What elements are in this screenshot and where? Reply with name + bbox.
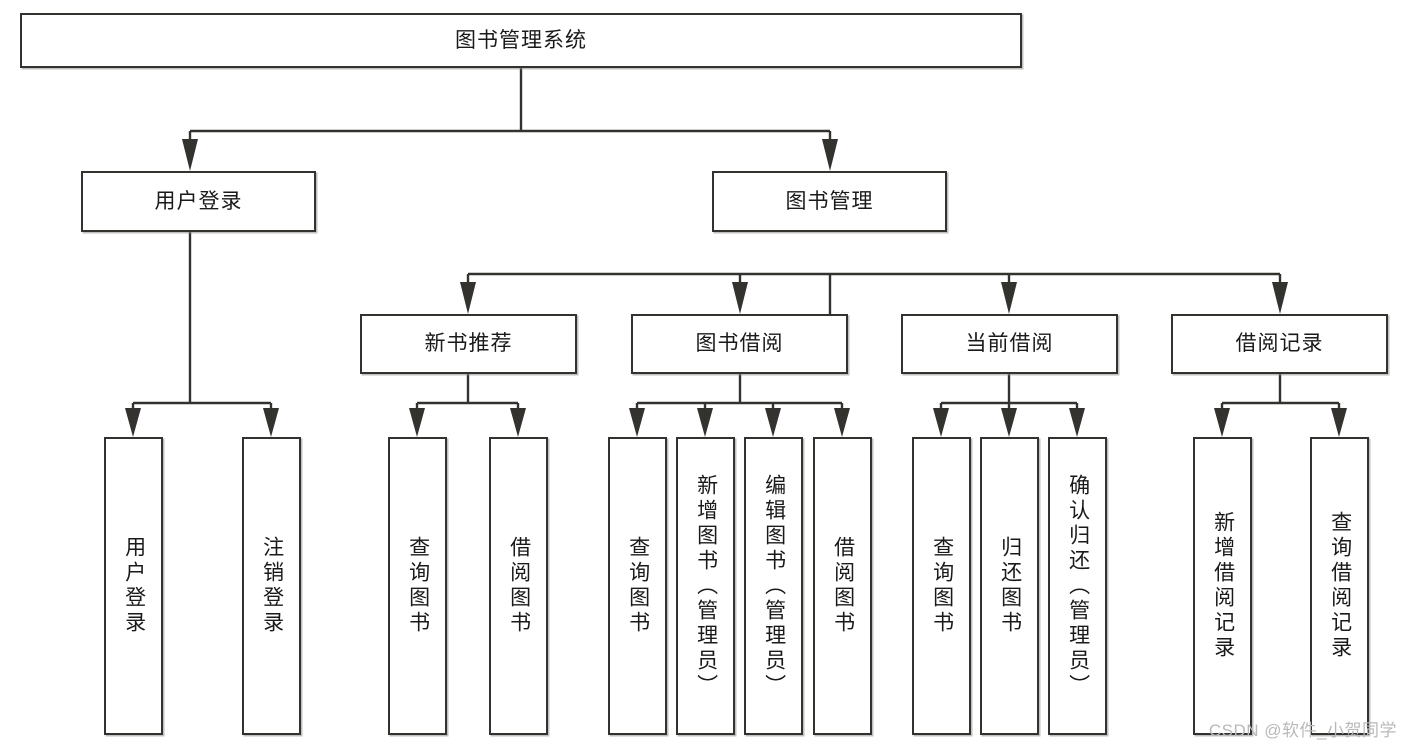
arrow-record-leaf1: [1214, 408, 1230, 437]
node-label: 用户登录: [122, 536, 146, 636]
arrow-borrow-leaf1: [629, 408, 645, 437]
leaf-user-login[interactable]: 用户登录: [104, 437, 163, 735]
node-root-library-management-system[interactable]: 图书管理系统: [20, 13, 1022, 68]
arrow-newbook-leaf1: [409, 408, 425, 437]
node-label: 图书管理: [785, 189, 874, 213]
leaf-logout[interactable]: 注销登录: [242, 437, 301, 735]
leaf-confirm-return-admin[interactable]: 确认归还（管理员）: [1048, 437, 1107, 735]
leaf-add-borrow-record[interactable]: 新增借阅记录: [1193, 437, 1252, 735]
node-borrowing-records[interactable]: 借阅记录: [1171, 314, 1388, 374]
node-label: 新增图书（管理员）: [694, 473, 718, 699]
leaf-borrow-book-borrowing[interactable]: 借阅图书: [813, 437, 872, 735]
node-label: 归还图书: [998, 536, 1022, 636]
leaf-edit-book-admin[interactable]: 编辑图书（管理员）: [744, 437, 803, 735]
leaf-add-book-admin[interactable]: 新增图书（管理员）: [676, 437, 735, 735]
arrow-root-to-bookmgmt: [822, 139, 838, 171]
leaf-query-book-borrowing[interactable]: 查询图书: [608, 437, 667, 735]
node-label: 确认归还（管理员）: [1066, 473, 1090, 699]
arrow-borrow-leaf4: [834, 408, 850, 437]
node-label: 图书借阅: [695, 332, 784, 356]
leaf-borrow-book-newbook[interactable]: 借阅图书: [489, 437, 548, 735]
arrow-to-record: [1272, 282, 1288, 314]
arrow-current-leaf1: [933, 408, 949, 437]
node-label: 借阅记录: [1235, 332, 1324, 356]
node-current-borrowing[interactable]: 当前借阅: [901, 314, 1118, 374]
leaf-query-borrow-record[interactable]: 查询借阅记录: [1310, 437, 1369, 735]
arrow-newbook-leaf2: [510, 408, 526, 437]
node-label: 当前借阅: [965, 332, 1054, 356]
arrow-current-leaf3: [1069, 408, 1085, 437]
leaf-query-book-newbook[interactable]: 查询图书: [388, 437, 447, 735]
node-label: 注销登录: [260, 536, 284, 636]
node-label: 借阅图书: [831, 536, 855, 636]
arrow-to-current: [1001, 282, 1017, 314]
node-label: 编辑图书（管理员）: [762, 473, 786, 699]
node-label: 借阅图书: [507, 536, 531, 636]
node-label: 图书管理系统: [455, 28, 587, 52]
arrow-userlogin-leaf2: [263, 408, 279, 437]
node-label: 查询借阅记录: [1328, 511, 1352, 661]
arrow-userlogin-leaf1: [125, 408, 141, 437]
node-new-book-recommendation[interactable]: 新书推荐: [360, 314, 577, 374]
node-label: 查询图书: [930, 536, 954, 636]
node-label: 查询图书: [626, 536, 650, 636]
arrow-root-to-userlogin: [182, 139, 198, 171]
arrow-current-leaf2: [1001, 408, 1017, 437]
node-book-management[interactable]: 图书管理: [712, 171, 947, 232]
node-label: 查询图书: [406, 536, 430, 636]
arrow-to-borrow: [732, 282, 748, 314]
node-label: 用户登录: [154, 189, 243, 213]
arrow-to-newbook: [460, 282, 476, 314]
arrow-borrow-leaf2: [697, 408, 713, 437]
leaf-return-book[interactable]: 归还图书: [980, 437, 1039, 735]
node-label: 新书推荐: [424, 332, 513, 356]
node-user-login[interactable]: 用户登录: [81, 171, 316, 232]
node-label: 新增借阅记录: [1211, 511, 1235, 661]
arrow-borrow-leaf3: [765, 408, 781, 437]
arrow-record-leaf2: [1331, 408, 1347, 437]
node-book-borrowing[interactable]: 图书借阅: [631, 314, 848, 374]
leaf-query-book-current[interactable]: 查询图书: [912, 437, 971, 735]
